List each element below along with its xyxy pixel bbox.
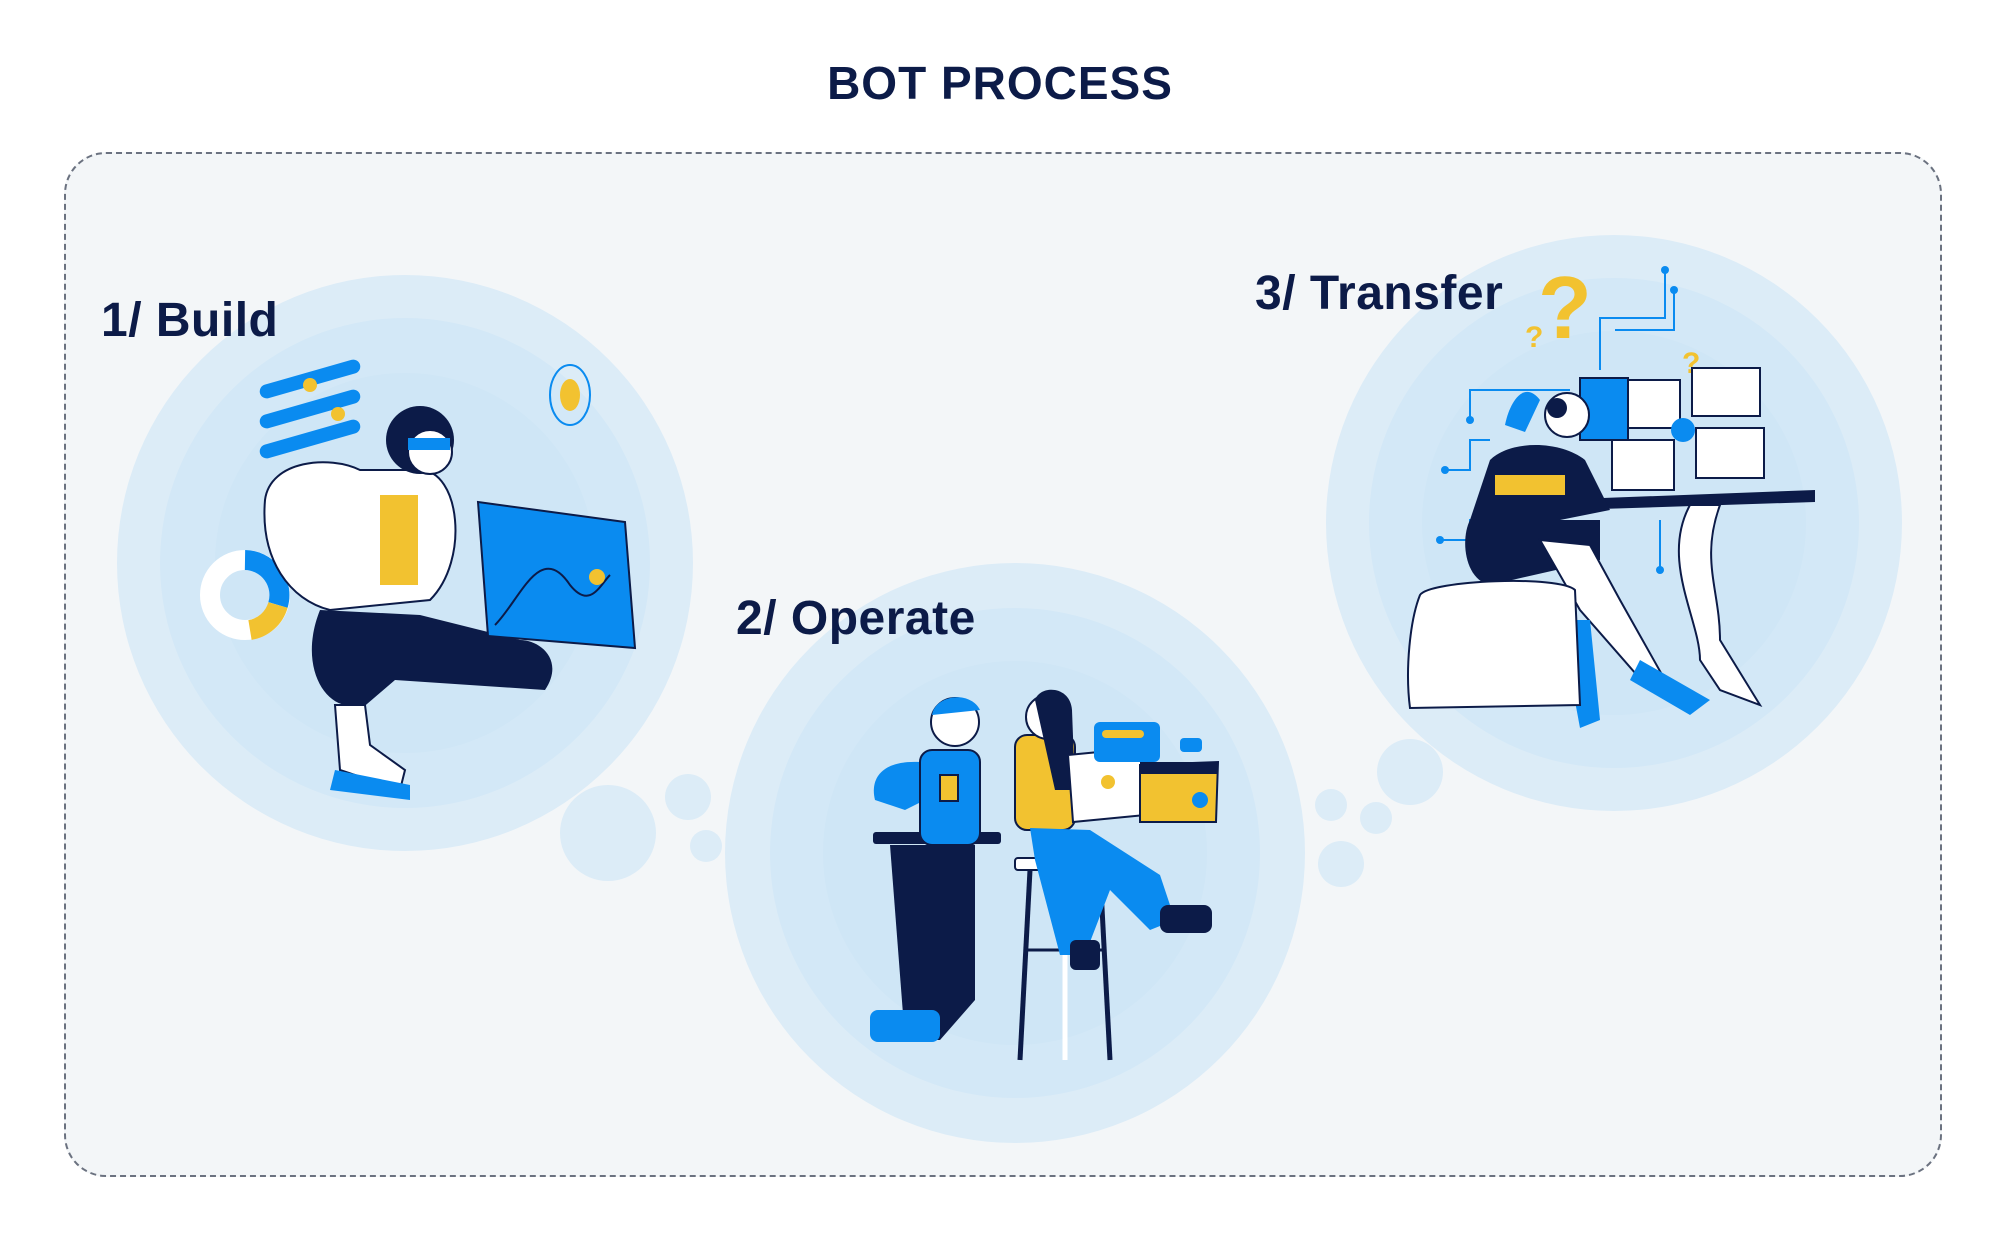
question-mark-big: ? <box>1538 258 1592 357</box>
step-label-operate: 2/ Operate <box>736 592 976 645</box>
operate-illustration <box>725 563 1305 1143</box>
build-illustration <box>117 275 693 851</box>
question-mark-small-left: ? <box>1525 321 1543 354</box>
transfer-illustration: ? ? ? <box>1326 235 1902 811</box>
step-label-build: 1/ Build <box>101 294 279 347</box>
step-label-transfer: 3/ Transfer <box>1255 267 1504 320</box>
page-title: BOT PROCESS <box>827 57 1173 109</box>
connector-bubbles-2-3 <box>1315 739 1443 887</box>
connector-bubbles-1-2 <box>560 774 722 881</box>
